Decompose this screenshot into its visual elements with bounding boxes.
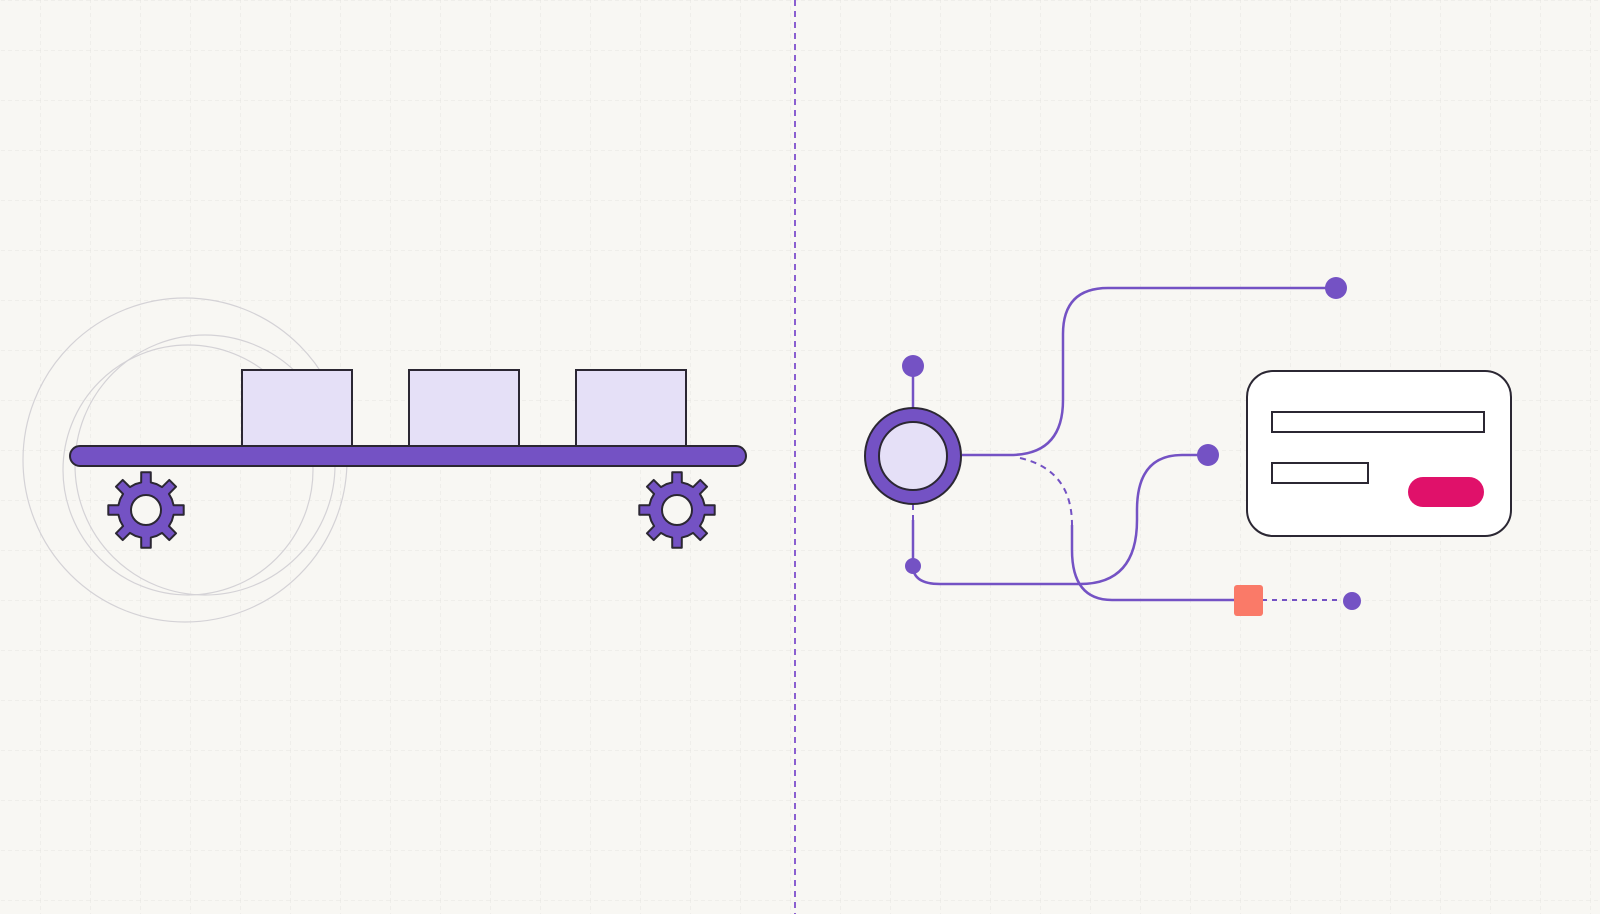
circle-node-inner xyxy=(878,421,948,491)
conveyor-box-3 xyxy=(575,369,687,447)
conveyor-box-1 xyxy=(241,369,353,447)
gear-hole xyxy=(661,494,693,526)
form-submit-pill xyxy=(1408,477,1484,507)
form-field-long xyxy=(1271,411,1485,433)
dot-icon xyxy=(1343,592,1361,610)
conveyor-box-2 xyxy=(408,369,520,447)
square-marker-icon xyxy=(1234,585,1263,616)
connector-line-middle xyxy=(911,453,1208,586)
dot-icon xyxy=(1325,277,1347,299)
connector-line-top xyxy=(962,286,1336,457)
gear-hole xyxy=(130,494,162,526)
form-field-short xyxy=(1271,462,1369,484)
gear-icon xyxy=(638,471,716,549)
connector-dashed-curve xyxy=(1019,457,1073,526)
dot-icon xyxy=(905,558,921,574)
conveyor-belt xyxy=(69,369,747,549)
form-card xyxy=(1246,370,1512,537)
dot-icon xyxy=(1197,444,1219,466)
branching-connector xyxy=(864,277,1361,616)
gear-icon xyxy=(107,471,185,549)
conveyor-platform xyxy=(69,445,747,467)
dot-icon xyxy=(902,355,924,377)
form-card-icon xyxy=(1246,370,1512,537)
sketch-circle-inner xyxy=(62,344,314,596)
connector-line-bottom xyxy=(1070,525,1236,602)
